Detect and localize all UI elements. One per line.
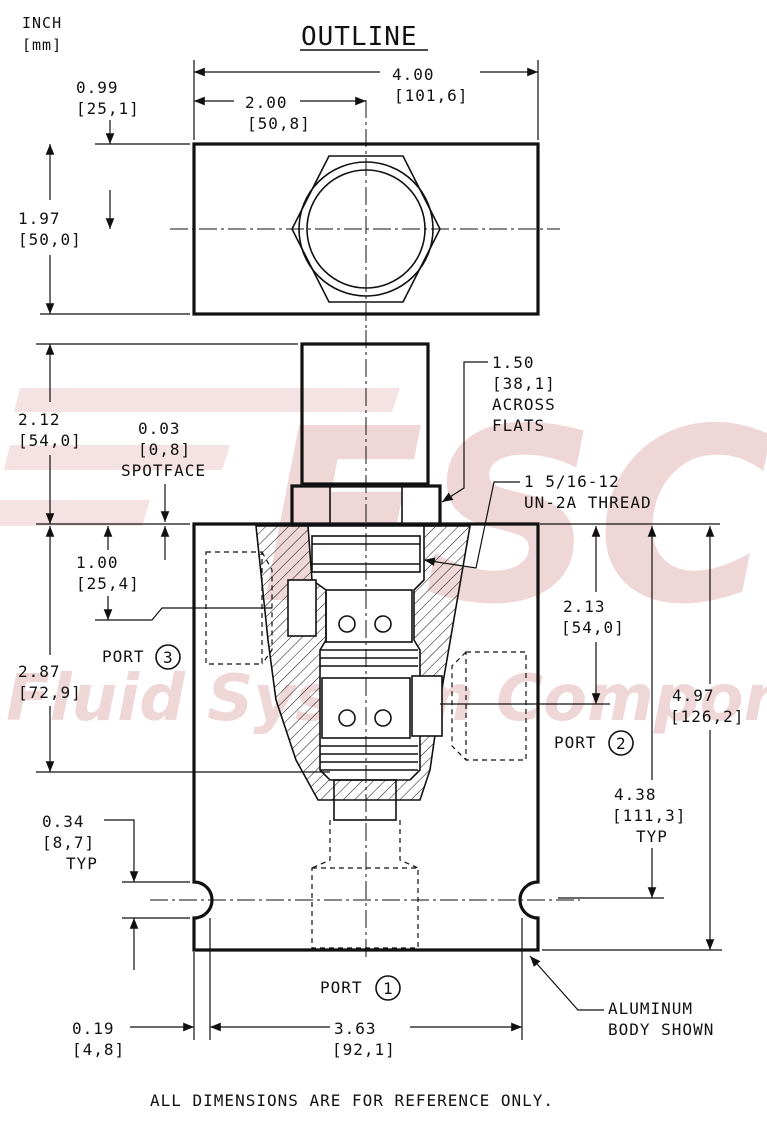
dim-body-to-nose-mm: [72,9] <box>18 683 82 702</box>
dim-mount-slot-height-inch: 4.38 <box>614 785 657 804</box>
manifold-body <box>192 522 540 952</box>
dim-slot-edge-mm: [4,8] <box>72 1040 125 1059</box>
port3-number: 3 <box>163 648 174 667</box>
dim-overall-width-mm: [101,6] <box>394 86 468 105</box>
dim-hex-mm: [38,1] <box>492 374 556 393</box>
dim-body-to-nose-inch: 2.87 <box>18 662 61 681</box>
dim-cartridge-height-inch: 2.12 <box>18 410 61 429</box>
dim-hex-line2: FLATS <box>492 416 545 435</box>
dim-overall-width-inch: 4.00 <box>392 65 435 84</box>
dim-overall-height-mm: [126,2] <box>670 707 744 726</box>
dim-port-offset-inch: 0.99 <box>76 78 119 97</box>
port1-circle <box>375 975 401 1001</box>
cartridge-hole <box>338 709 356 727</box>
unit-mm: [mm] <box>22 36 62 54</box>
dim-hex-inch: 1.50 <box>492 353 535 372</box>
thread-spec: UN-2A THREAD <box>524 493 652 512</box>
dim-mount-slot-height-note: TYP <box>636 827 668 846</box>
dim-port3-depth-mm: [25,4] <box>76 574 140 593</box>
page-title: OUTLINE <box>301 22 418 52</box>
dim-port2-depth-mm: [54,0] <box>561 618 625 637</box>
cartridge-nose <box>333 779 397 821</box>
dim-slot-width-mm: [8,7] <box>42 833 95 852</box>
cartridge-hole <box>374 709 392 727</box>
dim-slot-width-note: TYP <box>66 854 98 873</box>
dim-hex-line1: ACROSS <box>492 395 556 414</box>
dim-half-width-inch: 2.00 <box>245 93 288 112</box>
dim-slot-edge-inch: 0.19 <box>72 1019 115 1038</box>
port1-number: 1 <box>383 979 394 998</box>
port2-number: 2 <box>616 734 627 753</box>
cartridge-hole <box>374 615 392 633</box>
top-view <box>170 100 560 330</box>
port2-hidden <box>465 651 527 761</box>
dim-mount-slot-height-mm: [111,3] <box>612 806 686 825</box>
dim-port3-depth-inch: 1.00 <box>76 553 119 572</box>
dim-body-depth-inch: 1.97 <box>18 209 61 228</box>
material-note-line1: ALUMINUM <box>608 999 693 1018</box>
dim-spotface-inch: 0.03 <box>138 419 181 438</box>
material-note-line2: BODY SHOWN <box>608 1020 714 1039</box>
unit-inch: INCH <box>22 14 62 32</box>
port1-hidden <box>311 867 419 949</box>
thread-size: 1 5/16-12 <box>524 472 620 491</box>
port2-circle <box>608 730 634 756</box>
cartridge-hole <box>338 615 356 633</box>
dim-half-width-mm: [50,8] <box>247 114 311 133</box>
front-view <box>150 330 580 960</box>
footer-note: ALL DIMENSIONS ARE FOR REFERENCE ONLY. <box>150 1091 554 1110</box>
dim-port-offset-mm: [25,1] <box>76 99 140 118</box>
port2-bore <box>411 675 443 737</box>
thread-lines <box>320 649 418 667</box>
dim-overall-height-inch: 4.97 <box>672 686 715 705</box>
dim-spotface-mm: [0,8] <box>138 440 191 459</box>
dim-slot-span-inch: 3.63 <box>334 1019 377 1038</box>
dim-spotface-label: SPOTFACE <box>121 461 206 480</box>
port1-label: PORT <box>320 978 363 997</box>
watermark-logo-stripes <box>0 388 400 526</box>
port3-bore <box>287 579 317 637</box>
dim-slot-span-mm: [92,1] <box>332 1040 396 1059</box>
dim-port2-depth-inch: 2.13 <box>563 597 606 616</box>
port2-label: PORT <box>554 733 597 752</box>
dim-cartridge-height-mm: [54,0] <box>18 431 82 450</box>
dim-slot-width-inch: 0.34 <box>42 812 85 831</box>
port3-label: PORT <box>102 647 145 666</box>
port3-circle <box>155 644 181 670</box>
cartridge-tube <box>300 342 430 486</box>
dim-body-depth-mm: [50,0] <box>18 230 82 249</box>
